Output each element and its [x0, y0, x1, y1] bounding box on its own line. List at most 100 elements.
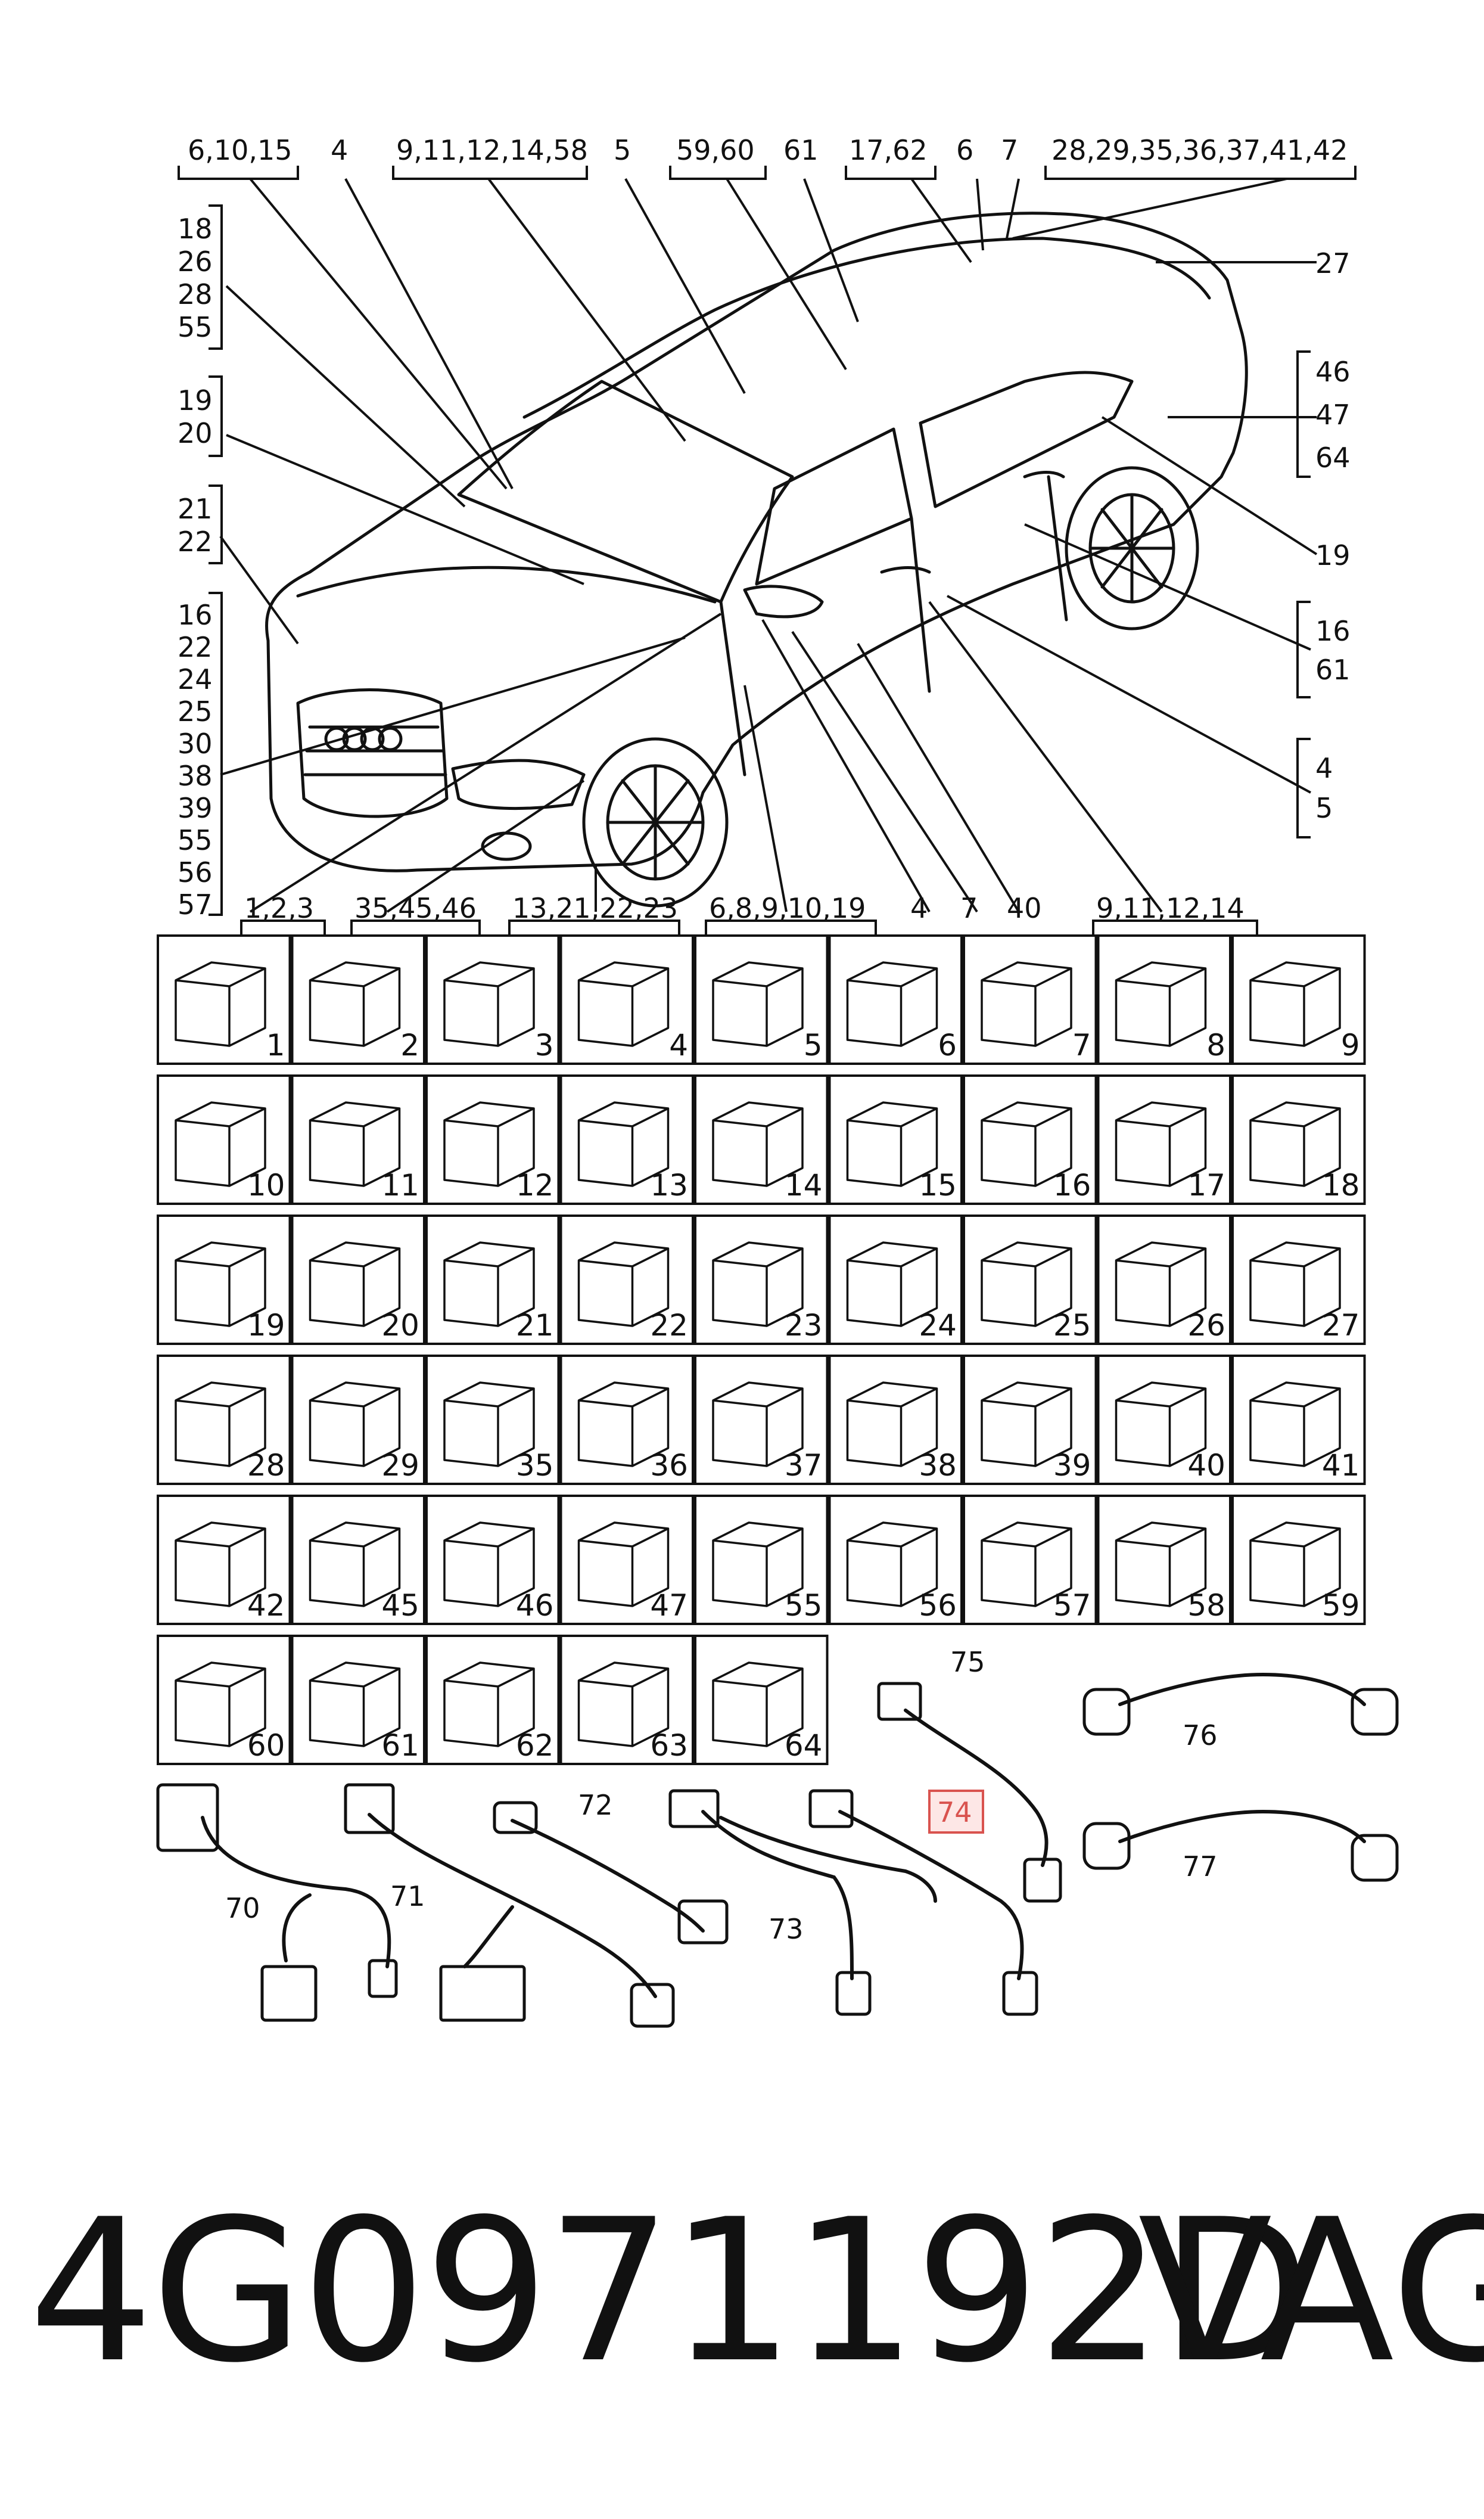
connector-drawing	[309, 1381, 401, 1467]
connector-drawing	[577, 1101, 670, 1187]
connector-cell: 64	[694, 1635, 829, 1765]
harness-72-drawing	[511, 1819, 705, 1933]
bottom-labels: 1,2,3 35,45,46 13,21,22,23 6,8,9,10,19 4…	[244, 892, 1245, 924]
connector-number: 46	[516, 1588, 554, 1623]
connector-drawing	[846, 1381, 938, 1467]
connector-drawing	[443, 1381, 535, 1467]
connector-drawing	[1115, 1381, 1207, 1467]
connector-drawing	[1249, 1101, 1341, 1187]
connector-cell: 28	[157, 1355, 291, 1485]
connector-number: 47	[650, 1588, 688, 1623]
connector-cell: 25	[963, 1215, 1097, 1345]
connector-cell-frame	[963, 1074, 1097, 1205]
connector-number: 42	[247, 1588, 285, 1623]
connector-cell: 24	[828, 1215, 963, 1345]
connector-drawing	[846, 1521, 938, 1607]
connector-cell: 14	[694, 1074, 829, 1205]
bottom-label: 1,2,3	[244, 892, 314, 924]
right-label: 64	[1315, 442, 1351, 474]
harness-71-drawing	[368, 1813, 657, 1998]
left-label: 22	[178, 631, 213, 663]
connector-cell: 36	[559, 1355, 694, 1485]
connector-cell-frame	[157, 1495, 291, 1625]
connector-cell: 15	[828, 1074, 963, 1205]
connector-number: 2	[400, 1028, 419, 1063]
bottom-label: 9,11,12,14	[1096, 892, 1245, 924]
connector-cell-frame	[291, 1355, 425, 1485]
connector-drawing	[577, 1661, 670, 1747]
right-label: 19	[1315, 539, 1351, 571]
connector-cell-frame	[291, 1074, 425, 1205]
connector-cell: 2	[291, 934, 425, 1065]
connector-cell-frame	[828, 934, 963, 1065]
connector-cell: 37	[694, 1355, 829, 1485]
connector-drawing	[309, 1241, 401, 1327]
top-brackets	[178, 166, 1357, 180]
connector-drawing	[712, 961, 804, 1047]
connector-number: 17	[1187, 1168, 1225, 1203]
wire-harnesses	[156, 1672, 1399, 2028]
connector-drawing	[175, 1661, 266, 1747]
connector-cell-frame	[1097, 1215, 1231, 1345]
connector-number: 1	[266, 1028, 285, 1063]
harness-label-76: 76	[1183, 1719, 1218, 1751]
connector-cell: 16	[963, 1074, 1097, 1205]
connector-cell: 40	[1097, 1355, 1231, 1485]
connector-drawing	[175, 1241, 266, 1327]
connector-number: 64	[785, 1728, 823, 1763]
connector-number: 3	[535, 1028, 554, 1063]
connector-cell-frame	[828, 1355, 963, 1485]
connector-number: 27	[1322, 1308, 1360, 1343]
harness-74-highlight-box	[928, 1790, 984, 1834]
left-label: 24	[178, 663, 213, 695]
connector-cell-frame	[559, 1355, 694, 1485]
left-label: 22	[178, 526, 213, 558]
connector-drawing	[712, 1661, 804, 1747]
connector-drawing	[577, 1381, 670, 1467]
connector-cell: 45	[291, 1495, 425, 1625]
connector-cell-frame	[1231, 1355, 1366, 1485]
connector-cell-frame	[694, 1495, 829, 1625]
left-label: 39	[178, 792, 213, 824]
connector-number: 55	[785, 1588, 823, 1623]
top-label: 4	[331, 134, 348, 166]
left-label: 16	[178, 599, 213, 631]
connector-drawing	[1249, 1241, 1341, 1327]
connector-cell-frame	[559, 1215, 694, 1345]
connector-cell: 29	[291, 1355, 425, 1485]
connector-drawing	[712, 1101, 804, 1187]
top-label: 28,29,35,36,37,41,42	[1051, 134, 1348, 166]
connector-drawing	[577, 1241, 670, 1327]
connector-cell-frame	[1097, 1355, 1231, 1485]
connector-cell: 11	[291, 1074, 425, 1205]
left-label: 26	[178, 246, 213, 278]
harness-77-drawing	[1118, 1809, 1366, 1843]
connector-cell-frame	[157, 1355, 291, 1485]
connector-drawing	[443, 961, 535, 1047]
connector-number: 6	[938, 1028, 957, 1063]
connector-number: 56	[919, 1588, 957, 1623]
bottom-label: 40	[1007, 892, 1042, 924]
connector-cell: 56	[828, 1495, 963, 1625]
connector-cell-frame	[694, 1215, 829, 1345]
left-label: 57	[178, 889, 213, 921]
harness-label-73: 73	[769, 1913, 804, 1945]
top-label: 17,62	[849, 134, 928, 166]
connector-cell-frame	[1231, 1074, 1366, 1205]
connector-cell-frame	[828, 1074, 963, 1205]
connector-drawing	[1249, 961, 1341, 1047]
right-label: 47	[1315, 399, 1351, 431]
left-label: 21	[178, 493, 213, 525]
connector-number: 21	[516, 1308, 554, 1343]
connector-number: 14	[785, 1168, 823, 1203]
connector-drawing	[309, 1101, 401, 1187]
connector-number: 4	[669, 1028, 688, 1063]
connector-drawing	[443, 1661, 535, 1747]
connector-cell: 63	[559, 1635, 694, 1765]
connector-number: 10	[247, 1168, 285, 1203]
connector-number: 23	[785, 1308, 823, 1343]
connector-cell-frame	[425, 1074, 560, 1205]
connector-number: 39	[1053, 1448, 1091, 1483]
